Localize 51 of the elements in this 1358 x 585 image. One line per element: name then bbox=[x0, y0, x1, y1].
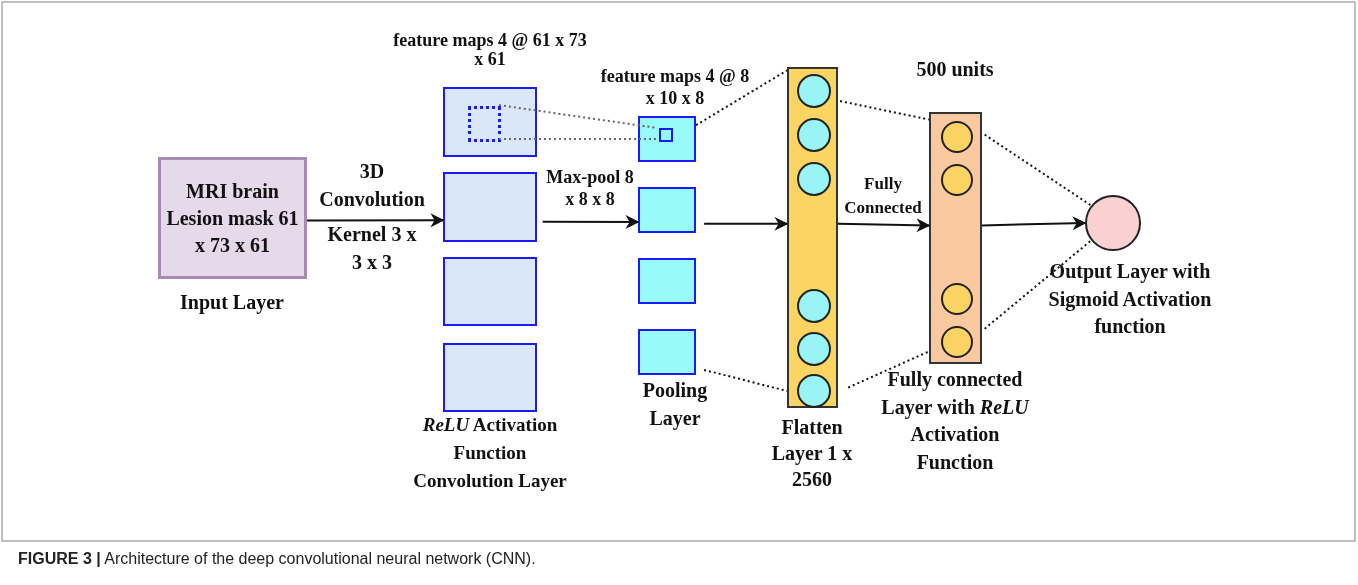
input-box bbox=[158, 157, 307, 279]
arrow bbox=[981, 216, 1087, 231]
arrow bbox=[837, 218, 931, 233]
feature-map-box bbox=[638, 116, 696, 162]
neuron-circle bbox=[941, 164, 973, 196]
dotted-connector bbox=[847, 350, 930, 389]
layer-label: Input Layer bbox=[179, 290, 285, 314]
neuron-circle bbox=[941, 326, 973, 358]
neuron-circle bbox=[797, 162, 831, 196]
edge-label: Max-pool 8 x 8 x 8 bbox=[545, 166, 635, 210]
neuron-circle bbox=[797, 289, 831, 323]
layer-label: Fully connected Layer with ReLU Activation Function bbox=[880, 367, 1031, 475]
edge-label: 3D Convolution bbox=[318, 159, 426, 212]
units-label: 500 units bbox=[915, 57, 995, 82]
feature-map-box bbox=[638, 329, 696, 375]
edge-label: Fully Connected bbox=[843, 173, 923, 219]
feature-map-box bbox=[638, 187, 696, 233]
kernel-label: Kernel 3 x 3 x 3 bbox=[326, 222, 418, 275]
dotted-connector bbox=[983, 239, 1092, 330]
neuron-circle bbox=[797, 374, 831, 408]
neuron-circle bbox=[797, 74, 831, 108]
arrow bbox=[703, 216, 789, 231]
neuron-circle bbox=[797, 332, 831, 366]
neuron-circle bbox=[1085, 195, 1141, 251]
neuron-circle bbox=[797, 118, 831, 152]
dotted-connector bbox=[703, 368, 788, 392]
layer-label: Output Layer with Sigmoid Activation function bbox=[1047, 259, 1213, 339]
node-text: MRI brain Lesion mask 61 x 73 x 61 bbox=[165, 178, 300, 258]
receptive-field-box bbox=[468, 106, 501, 142]
arrow bbox=[541, 214, 640, 229]
dotted-connector bbox=[983, 133, 1092, 207]
dotted-connector bbox=[839, 100, 930, 121]
layer-label: Pooling Layer bbox=[641, 378, 709, 432]
feature-map-box bbox=[638, 258, 696, 304]
receptive-field-box bbox=[659, 128, 673, 142]
arrow bbox=[306, 213, 445, 228]
dotted-connector bbox=[695, 69, 788, 127]
figure-caption: FIGURE 3 | Architecture of the deep convolutional neural network (CNN). bbox=[18, 550, 536, 568]
layer-bar bbox=[929, 112, 982, 364]
feature-map-box bbox=[443, 343, 537, 412]
layer-label: ReLU Activation Function Convolution Layer bbox=[412, 413, 568, 493]
neuron-circle bbox=[941, 121, 973, 153]
feature-maps-label: feature maps 4 @ 8 x 10 x 8 bbox=[600, 65, 750, 109]
neuron-circle bbox=[941, 283, 973, 315]
feature-maps-label: feature maps 4 @ 61 x 73 x 61 bbox=[392, 31, 588, 69]
layer-label: Flatten Layer 1 x 2560 bbox=[770, 415, 854, 492]
feature-map-box bbox=[443, 172, 537, 242]
dotted-connector bbox=[498, 137, 658, 140]
feature-map-box bbox=[443, 87, 537, 157]
feature-map-box bbox=[443, 257, 537, 326]
layer-bar bbox=[787, 67, 838, 408]
